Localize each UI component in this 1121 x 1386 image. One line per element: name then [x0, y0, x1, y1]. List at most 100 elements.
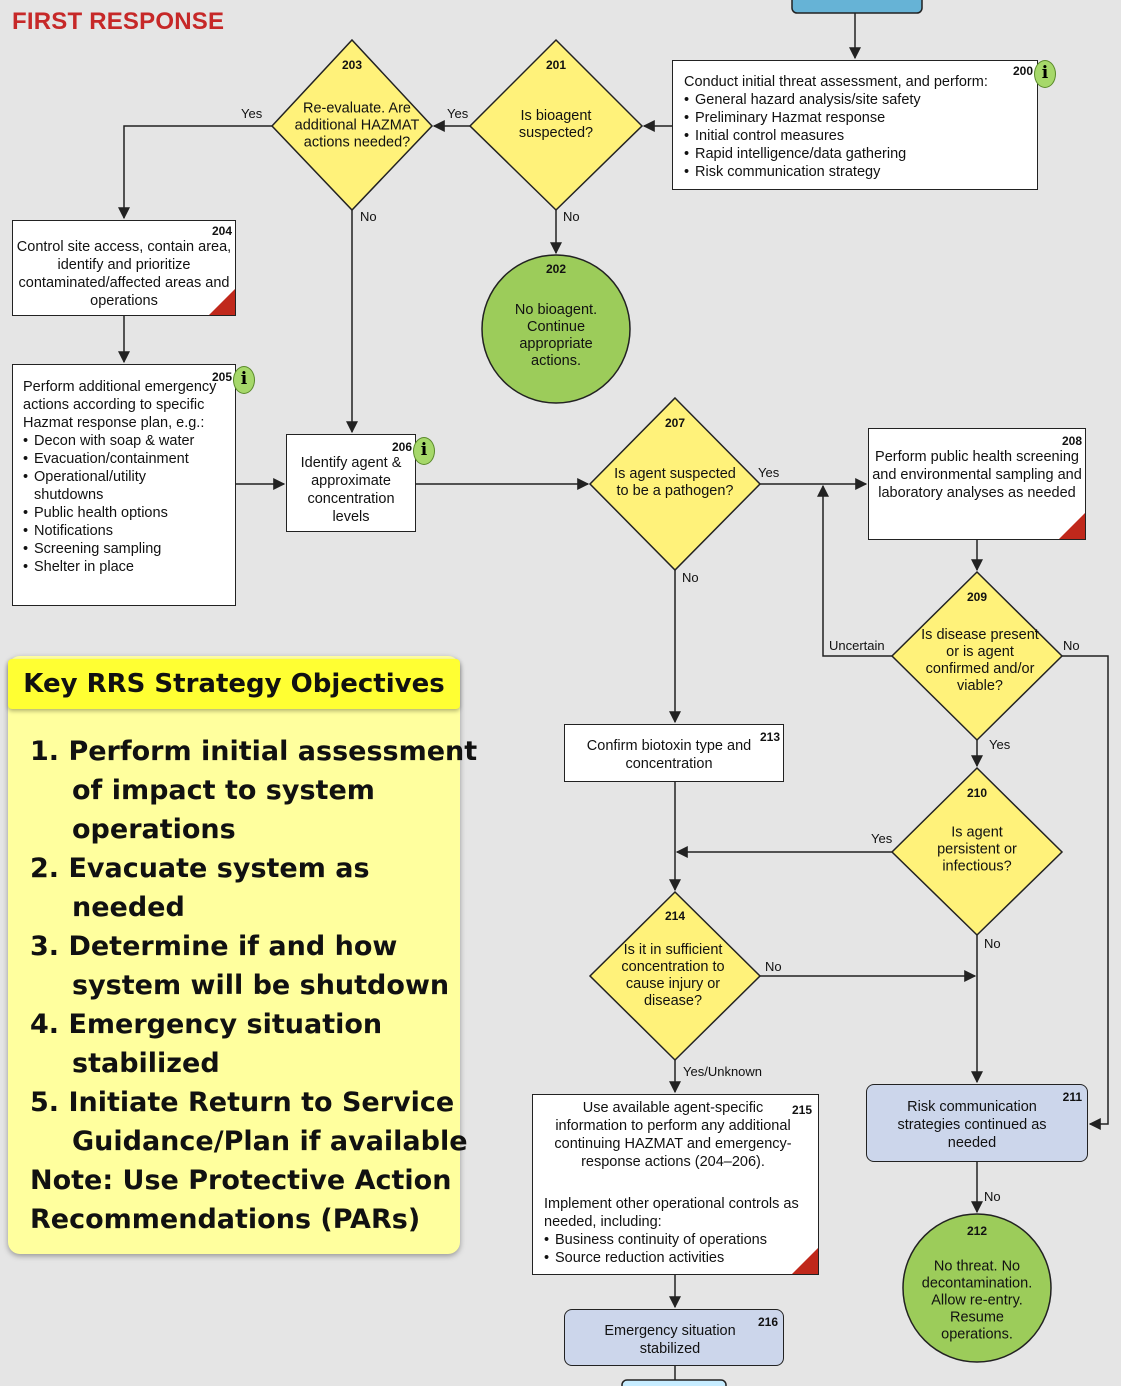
process-205-text: Perform additional emergency actions acc… [23, 379, 217, 431]
process-216: 216 Emergency situation stabilized [564, 1309, 784, 1366]
bullet-item: Shelter in place [23, 558, 218, 576]
bullet-item: Screening sampling [23, 540, 218, 558]
decision-207-text: Is agent suspected to be a pathogen? [614, 466, 736, 499]
step-number-202: 202 [545, 262, 567, 276]
process-216-text: Emergency situation stabilized [604, 1323, 736, 1357]
edge-label-no: No [682, 570, 699, 585]
step-number-206: 206 [391, 440, 412, 454]
next-step-box [621, 1379, 727, 1386]
action-corner-marker [792, 1248, 818, 1274]
page-title: FIRST RESPONSE [12, 8, 225, 35]
objective-note: Recommendations (PARs) [30, 1204, 421, 1235]
process-211-text: Risk communication strategies continued … [897, 1099, 1047, 1151]
objective-line: of impact to system [72, 775, 375, 806]
objective-line: 1. Perform initial assessment [30, 736, 478, 767]
info-icon[interactable]: i [413, 437, 435, 465]
terminal-212-text: No threat. No decontamination. Allow re-… [921, 1258, 1033, 1343]
process-205: 205 Perform additional emergency actions… [12, 364, 236, 606]
objective-line: operations [72, 814, 236, 845]
decision-210-text: Is agent persistent or infectious? [937, 824, 1017, 875]
objective-line: needed [72, 892, 185, 923]
edge-label-yes: Yes [871, 831, 893, 846]
edge-label-yes-unknown: Yes/Unknown [683, 1064, 763, 1079]
edge-209-uncertain [817, 484, 892, 657]
edge-209-211 [1062, 655, 1109, 1130]
objective-line: 3. Determine if and how [30, 931, 398, 962]
objective-line: 4. Emergency situation [30, 1009, 383, 1040]
key-objectives-panel [8, 656, 460, 1254]
bullet-item: Initial control measures [684, 127, 1034, 145]
step-number-209: 209 [966, 590, 988, 604]
bullet-item: Public health options [23, 504, 218, 522]
step-number-214: 214 [664, 909, 686, 923]
edge-label-no: No [765, 959, 782, 974]
process-208-text: Perform public health screening and envi… [872, 449, 1082, 501]
decision-209-text: Is disease present or is agent confirmed… [921, 627, 1039, 694]
process-215-text-2: Implement other operational controls as … [544, 1196, 799, 1230]
edge-label-yes: Yes [241, 106, 263, 121]
edge-203-204 [118, 125, 272, 220]
objective-line: 5. Initiate Return to Service [30, 1087, 455, 1118]
bullet-item: General hazard analysis/site safety [684, 91, 1034, 109]
process-200: 200 Conduct initial threat assessment, a… [672, 60, 1038, 190]
bullet-item: Source reduction activities [544, 1249, 814, 1267]
edge-label-yes: Yes [989, 737, 1011, 752]
edge-label-uncertain: Uncertain [829, 638, 885, 653]
process-215-text: Use available agent-specific information… [554, 1100, 792, 1170]
bullet-item: Evacuation/containment [23, 450, 218, 468]
step-number-216: 216 [757, 1315, 778, 1329]
bullet-item: Rapid intelligence/data gathering [684, 145, 1034, 163]
objective-line: Guidance/Plan if available [72, 1126, 468, 1157]
process-208: 208 Perform public health screening and … [868, 428, 1086, 540]
terminal-202-shape [481, 254, 631, 404]
objective-line: system will be shutdown [72, 970, 450, 1001]
edge-label-no: No [563, 209, 580, 224]
action-corner-marker [209, 289, 235, 315]
bullet-item: Operational/utility shutdowns [23, 468, 218, 504]
step-number-203: 203 [341, 58, 363, 72]
terminal-212-shape [902, 1213, 1052, 1363]
process-211: 211 Risk communication strategies contin… [866, 1084, 1088, 1162]
process-204: 204 Control site access, contain area, i… [12, 220, 236, 316]
prev-step-box [791, 0, 923, 14]
objective-line: 2. Evacuate system as [30, 853, 370, 884]
decision-201-text: Is bioagent suspected? [518, 108, 594, 141]
process-215: 215 Use available agent-specific informa… [532, 1094, 819, 1275]
step-number-208: 208 [1061, 434, 1082, 448]
edge-label-yes: Yes [758, 465, 780, 480]
edge-label-no: No [360, 209, 377, 224]
step-number-201: 201 [545, 58, 567, 72]
step-number-205: 205 [211, 370, 232, 384]
process-206-text: Identify agent & approximate concentrati… [300, 455, 402, 525]
info-icon[interactable]: i [1034, 60, 1056, 88]
process-200-text: Conduct initial threat assessment, and p… [684, 74, 988, 90]
info-icon[interactable]: i [233, 366, 255, 394]
bullet-item: Preliminary Hazmat response [684, 109, 1034, 127]
process-213-text: Confirm biotoxin type and concentration [586, 738, 752, 772]
step-number-215: 215 [791, 1103, 812, 1117]
key-objectives-list: 1. Perform initial assessment of impact … [30, 732, 478, 1239]
step-number-210: 210 [966, 786, 988, 800]
process-206: 206 Identify agent & approximate concent… [286, 434, 416, 532]
edge-label-no: No [984, 1189, 1001, 1204]
bullet-item: Decon with soap & water [23, 432, 218, 450]
step-number-200: 200 [1012, 64, 1033, 78]
terminal-202-text: No bioagent. Continue appropriate action… [514, 302, 598, 369]
step-number-207: 207 [664, 416, 686, 430]
decision-214-text: Is it in sufficient concentration to cau… [621, 942, 725, 1009]
bullet-item: Business continuity of operations [544, 1231, 814, 1249]
step-number-212: 212 [966, 1224, 988, 1238]
step-number-204: 204 [211, 224, 232, 238]
process-213: 213 Confirm biotoxin type and concentrat… [564, 724, 784, 782]
process-204-text: Control site access, contain area, ident… [16, 239, 232, 309]
bullet-item: Notifications [23, 522, 218, 540]
decision-203-text: Re-evaluate. Are additional HAZMAT actio… [294, 100, 420, 151]
step-number-211: 211 [1062, 1090, 1082, 1104]
edge-label-no: No [984, 936, 1001, 951]
objective-note: Note: Use Protective Action [30, 1165, 452, 1196]
edge-label-no: No [1063, 638, 1080, 653]
action-corner-marker [1059, 513, 1085, 539]
bullet-item: Risk communication strategy [684, 163, 1034, 181]
step-number-213: 213 [759, 730, 780, 744]
